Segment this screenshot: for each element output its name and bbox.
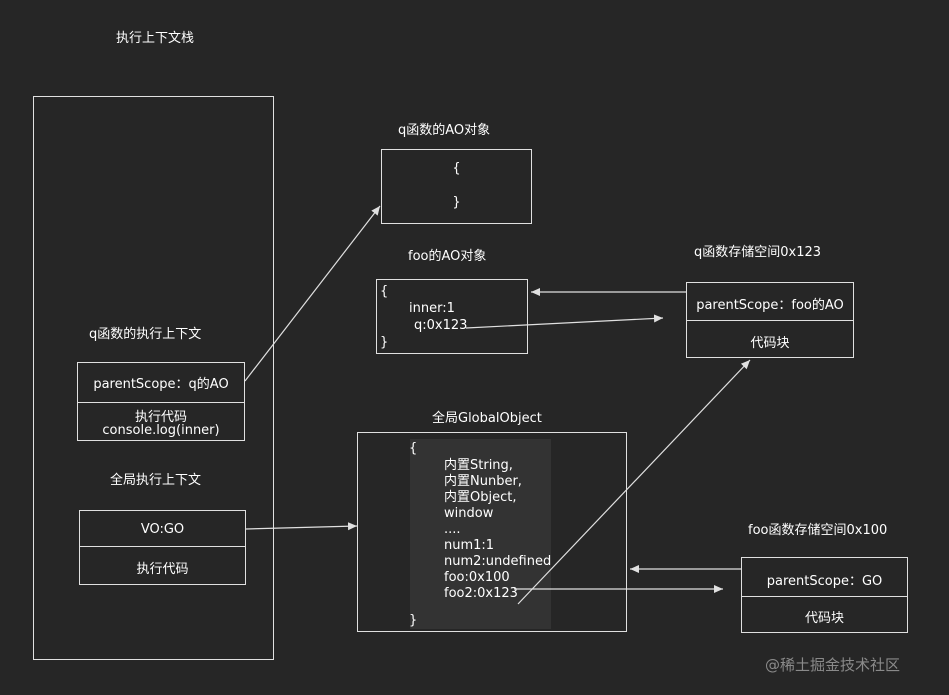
q-ao-box: { } <box>381 149 532 224</box>
global-ec-exec: 执行代码 <box>136 562 189 577</box>
global-object-box: { 内置String, 内置Nunber, 内置Object, window .… <box>357 432 627 632</box>
foo-storage-title: foo函数存储空间0x100 <box>748 523 888 538</box>
global-ec-divider <box>80 546 245 547</box>
q-ec-divider <box>78 402 244 403</box>
foo-ao-box: { inner:1 q:0x123 } <box>376 279 528 354</box>
global-ec-box: VO:GO 执行代码 <box>79 510 246 585</box>
global-object-line: .... <box>444 522 461 537</box>
foo-storage-box: parentScope：GO 代码块 <box>741 557 908 633</box>
global-object-line: 内置Object, <box>444 490 517 505</box>
global-object-line: num2:undefined <box>444 554 552 569</box>
q-storage-code: 代码块 <box>750 336 790 351</box>
q-storage-scope: parentScope：foo的AO <box>696 298 844 313</box>
q-ec-box: parentScope：q的AO 执行代码 console.log(inner) <box>77 362 245 441</box>
global-object-line: foo:0x100 <box>444 570 510 585</box>
global-object-line: num1:1 <box>444 538 495 553</box>
global-object-title: 全局GlobalObject <box>432 411 542 426</box>
q-ao-open-brace: { <box>452 161 461 176</box>
global-object-line: window <box>444 506 494 521</box>
watermark-text: @稀土掘金技术社区 <box>765 656 901 674</box>
foo-ao-inner: inner:1 <box>409 301 455 316</box>
q-storage-divider <box>687 320 853 321</box>
foo-storage-divider <box>742 596 907 597</box>
global-object-line: 内置String, <box>444 458 513 473</box>
foo-storage-scope: parentScope：GO <box>766 574 883 589</box>
q-ao-title: q函数的AO对象 <box>398 123 491 138</box>
q-ec-scope: parentScope：q的AO <box>93 377 229 392</box>
foo-ao-q: q:0x123 <box>414 318 468 333</box>
ecs-title: 执行上下文栈 <box>116 31 195 46</box>
global-ec-vo: VO:GO <box>140 522 185 537</box>
global-object-line: 内置Nunber, <box>444 474 522 489</box>
global-object-line: foo2:0x123 <box>444 586 518 601</box>
q-ec-exec-code: console.log(inner) <box>102 423 220 438</box>
foo-ao-open-brace: { <box>380 284 389 299</box>
global-ec-title: 全局执行上下文 <box>110 473 202 488</box>
foo-ao-close-brace: } <box>380 335 389 350</box>
global-object-close-brace: } <box>409 613 418 628</box>
q-storage-box: parentScope：foo的AO 代码块 <box>686 282 854 358</box>
q-storage-title: q函数存储空间0x123 <box>694 245 822 260</box>
global-object-open-brace: { <box>409 441 418 456</box>
foo-ao-title: foo的AO对象 <box>408 249 487 264</box>
q-ec-title: q函数的执行上下文 <box>89 327 202 342</box>
foo-storage-code: 代码块 <box>804 611 844 626</box>
q-ao-close-brace: } <box>452 195 461 210</box>
q-ec-exec-label: 执行代码 <box>134 410 187 425</box>
